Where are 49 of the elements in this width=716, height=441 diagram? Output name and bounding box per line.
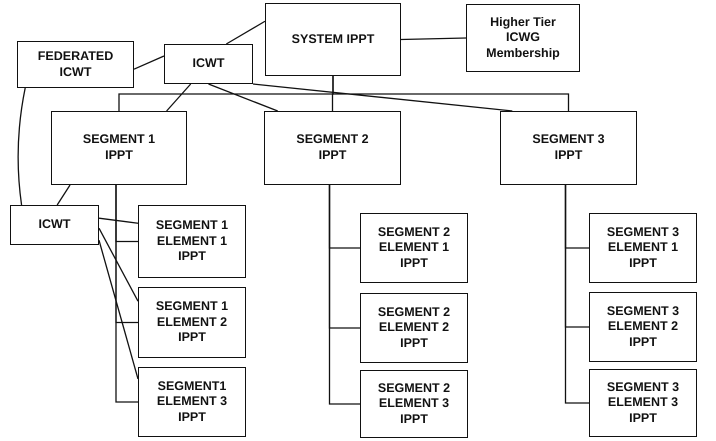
box-label: SEGMENT 3 IPPT xyxy=(531,132,606,164)
connector-line xyxy=(134,55,164,70)
connector-line xyxy=(332,76,570,111)
connector-line xyxy=(400,37,466,40)
process-box xyxy=(17,41,134,88)
box-label: SEGMENT 2 ELEMENT 1 IPPT xyxy=(376,224,452,272)
box-label: SEGMENT 3 ELEMENT 3 IPPT xyxy=(606,380,680,426)
connector-line xyxy=(226,20,266,45)
process-box xyxy=(138,205,246,278)
process-box xyxy=(51,111,187,185)
process-box xyxy=(589,213,697,283)
connector-line xyxy=(56,184,71,206)
process-box xyxy=(466,4,580,72)
process-box xyxy=(265,3,401,76)
connector-line xyxy=(98,228,139,302)
connector-line xyxy=(98,218,138,224)
process-box xyxy=(360,370,468,438)
connector-line xyxy=(166,84,192,112)
process-box xyxy=(500,111,637,185)
process-box xyxy=(164,44,253,84)
box-label: SEGMENT 2 IPPT xyxy=(295,132,370,164)
box-label: ICWT xyxy=(38,217,70,233)
connector-line xyxy=(17,88,26,206)
box-label: SEGMENT 2 ELEMENT 3 IPPT xyxy=(376,380,452,428)
connector-line xyxy=(328,185,360,405)
connector-line xyxy=(208,83,278,112)
box-label: SEGMENT 1 ELEMENT 2 IPPT xyxy=(154,299,230,346)
process-box xyxy=(589,292,697,362)
process-box xyxy=(360,213,468,283)
connector-line xyxy=(564,185,589,404)
box-label: FEDERATED ICWT xyxy=(36,48,114,80)
box-label: SEGMENT1 ELEMENT 3 IPPT xyxy=(156,378,228,426)
box-label: SEGMENT 3 ELEMENT 1 IPPT xyxy=(606,224,680,272)
process-box xyxy=(264,111,401,185)
box-label: SEGMENT 3 ELEMENT 2 IPPT xyxy=(606,304,680,350)
box-label: Higher Tier ICWG Membership xyxy=(485,14,561,62)
box-label: ICWT xyxy=(192,56,224,72)
process-box xyxy=(589,369,697,437)
connector-line xyxy=(252,83,512,112)
process-box xyxy=(138,287,246,358)
process-box xyxy=(10,205,99,245)
process-box xyxy=(138,367,246,437)
box-label: SEGMENT 1 ELEMENT 1 IPPT xyxy=(154,218,230,265)
process-box xyxy=(360,293,468,363)
connector-line xyxy=(115,185,138,403)
box-label: SYSTEM IPPT xyxy=(292,32,374,48)
box-label: SEGMENT 1 IPPT xyxy=(82,132,156,164)
connector-line xyxy=(98,240,139,380)
box-label: SEGMENT 2 ELEMENT 2 IPPT xyxy=(376,304,452,352)
